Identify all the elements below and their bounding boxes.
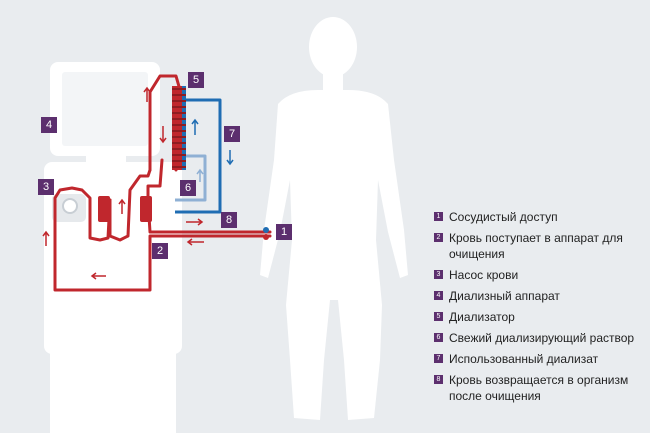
fresh-dialysate-line [175,154,207,202]
vascular-access-point-top [263,227,269,233]
legend-text: Сосудистый доступ [449,210,558,224]
used-dialysate-arrow-down [226,150,234,166]
blood-chamber-left [98,196,110,222]
legend-text: Диализатор [449,310,515,324]
legend-num: 1 [434,212,443,221]
human-silhouette [260,17,408,420]
dialyzer [172,86,186,170]
legend-num: 8 [434,375,443,384]
tag-3: 3 [38,179,54,195]
tag-1: 1 [276,224,292,240]
legend: 1 Сосудистый доступ 2 Кровь поступает в … [434,209,646,409]
legend-num: 5 [434,312,443,321]
legend-text: Использованный диализат [449,352,599,366]
legend-item-6: 6 Свежий диализирующий раствор [434,330,646,346]
legend-item-8: 8 Кровь возвращается в организм после оч… [434,372,646,404]
tag-2: 2 [152,243,168,259]
tag-7: 7 [224,126,240,142]
blood-flow-arrows [42,86,204,280]
tag-4: 4 [41,117,57,133]
legend-num: 4 [434,291,443,300]
legend-item-3: 3 Насос крови [434,267,646,283]
blood-pump [52,194,86,222]
legend-text: Кровь возвращается в организм после очищ… [449,373,629,403]
legend-item-5: 5 Диализатор [434,309,646,325]
legend-num: 2 [434,233,443,242]
legend-text: Насос крови [449,268,519,282]
legend-num: 6 [434,333,443,342]
legend-item-7: 7 Использованный диализат [434,351,646,367]
tag-6: 6 [180,180,196,196]
legend-num: 7 [434,354,443,363]
legend-item-2: 2 Кровь поступает в аппарат для очищения [434,230,646,262]
legend-text: Свежий диализирующий раствор [449,331,635,345]
tag-5: 5 [188,72,204,88]
blood-chamber-right [140,196,152,222]
legend-text: Кровь поступает в аппарат для очищения [449,231,623,261]
tag-8: 8 [221,212,237,228]
vascular-access-point-bottom [263,234,269,240]
legend-text: Диализный аппарат [449,289,560,303]
legend-num: 3 [434,270,443,279]
used-dialysate-arrow-up [191,118,199,135]
legend-item-1: 1 Сосудистый доступ [434,209,646,225]
legend-item-4: 4 Диализный аппарат [434,288,646,304]
fresh-dialysate-arrow [196,168,204,182]
